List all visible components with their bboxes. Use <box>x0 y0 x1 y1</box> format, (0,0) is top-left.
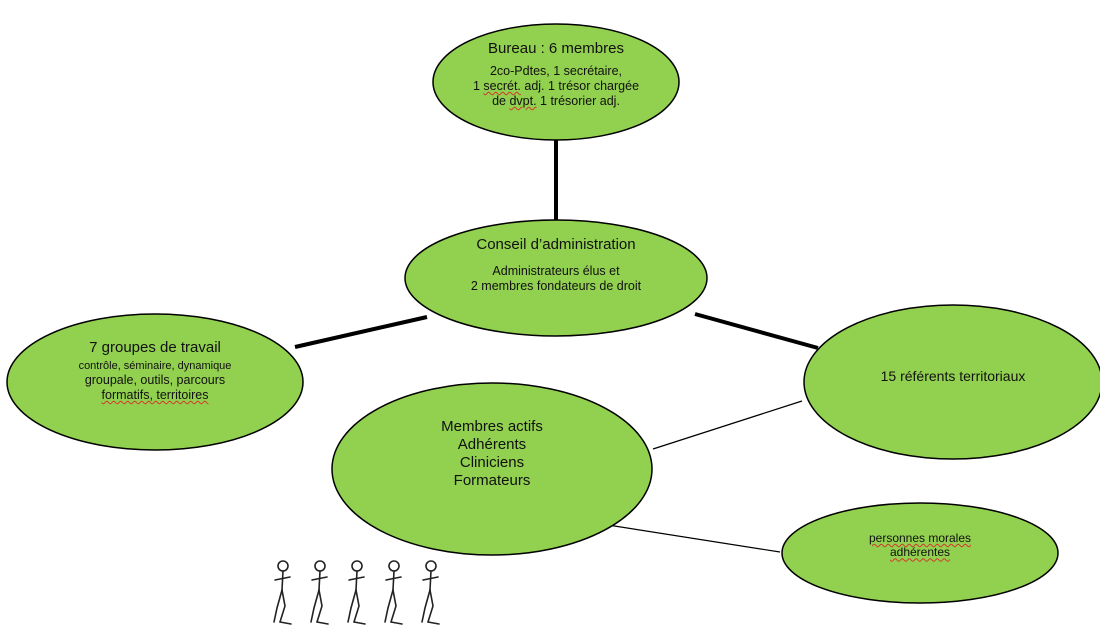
conseil-line-1: Administrateurs élus et <box>492 264 620 278</box>
membres-line-4: Formateurs <box>453 472 531 489</box>
bureau-ellipse <box>432 23 680 141</box>
membres-label: Membres actifs Adhérents Cliniciens Form… <box>402 418 582 490</box>
groupes-title: 7 groupes de travail <box>89 339 221 356</box>
connector-membres-personnes <box>607 524 781 553</box>
connector-conseil-referents <box>694 312 819 350</box>
groupes-line-3: formatifs, territoires <box>101 388 209 403</box>
bureau-line-2c: adj. 1 trésor chargée <box>520 79 640 93</box>
groupes-label: 7 groupes de travail contrôle, séminaire… <box>35 339 275 403</box>
personnes-label: personnes morales adhérentes <box>830 531 1010 560</box>
conseil-line-2: 2 membres fondateurs de droit <box>470 279 642 293</box>
conseil-label: Conseil d’administration Administrateurs… <box>426 236 686 294</box>
people-group <box>273 560 440 625</box>
connector-membres-referents <box>652 400 803 450</box>
bureau-line-2: 1 secrét. adj. 1 trésor chargée <box>446 79 666 94</box>
bureau-line-3c: 1 trésorier adj. <box>536 94 620 108</box>
person-5-icon <box>421 560 440 625</box>
bureau-label: Bureau : 6 membres 2co-Pdtes, 1 secrétai… <box>446 40 666 109</box>
bureau-line-1: 2co-Pdtes, 1 secrétaire, <box>489 64 622 78</box>
referents-title: 15 référents territoriaux <box>880 368 1026 384</box>
groupes-line-1: contrôle, séminaire, dynamique <box>78 360 232 372</box>
conseil-ellipse <box>404 219 708 337</box>
bureau-line-2a: 1 <box>472 79 484 93</box>
personnes-line-1: personnes morales <box>868 531 972 545</box>
membres-line-2: Adhérents <box>457 436 527 453</box>
membres-line-1: Membres actifs <box>441 418 543 435</box>
personnes-line-2: adhérentes <box>889 545 951 560</box>
membres-line-3: Cliniciens <box>459 454 525 471</box>
groupes-ellipse <box>6 313 304 451</box>
groupes-line-2: groupale, outils, parcours <box>84 373 226 388</box>
personnes-ellipse <box>781 502 1059 604</box>
person-2-icon <box>310 560 329 625</box>
referents-ellipse <box>803 304 1100 460</box>
conseil-title: Conseil d’administration <box>476 236 636 253</box>
person-1-icon <box>273 560 292 625</box>
bureau-line-3: de dvpt. 1 trésorier adj. <box>446 94 666 109</box>
connector-conseil-groupes <box>294 315 428 349</box>
person-4-icon <box>384 560 403 625</box>
bureau-line-3a: de <box>492 94 510 108</box>
membres-ellipse <box>331 382 653 556</box>
bureau-line-3b: dvpt. <box>509 94 537 108</box>
person-3-icon <box>347 560 366 625</box>
bureau-line-2b: secrét. <box>483 79 521 93</box>
bureau-title: Bureau : 6 membres <box>488 40 624 57</box>
referents-label: 15 référents territoriaux <box>823 368 1083 385</box>
